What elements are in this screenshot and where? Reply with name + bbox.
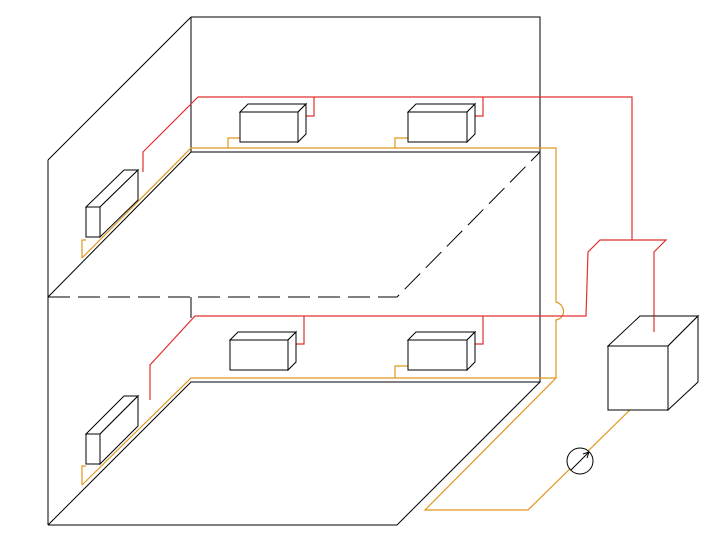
- radiator-icon: [238, 102, 308, 144]
- lower-return-pipe-inner: [81, 465, 86, 485]
- left-wall: [47, 16, 192, 525]
- upper-return-pipe: [81, 147, 565, 378]
- supply-pipe-network: [142, 96, 668, 400]
- building-structure: [47, 16, 542, 526]
- ground-floor-slab: [47, 381, 542, 526]
- upper-floor-slab: [47, 151, 540, 298]
- radiators: [84, 102, 477, 466]
- upper-supply-pipe: [142, 96, 633, 240]
- upper-return-branch-1: [227, 137, 240, 148]
- lower-return-branch-1: [394, 365, 408, 378]
- lower-supply-pipe: [149, 239, 668, 400]
- radiator-icon: [84, 168, 140, 239]
- radiator-icon: [84, 394, 140, 466]
- upper-floor-hidden-edge: [48, 151, 541, 298]
- return-pipe-network: [81, 137, 641, 511]
- radiator-icon: [406, 330, 477, 372]
- upper-return-branch-2: [394, 137, 408, 148]
- pump-icon: [566, 447, 594, 475]
- radiator-icon: [406, 102, 477, 144]
- radiator-icon: [228, 330, 298, 372]
- lower-return-pipe: [81, 377, 641, 511]
- upper-return-pipe-inner: [81, 239, 86, 258]
- boiler-icon: [606, 314, 700, 412]
- back-wall: [191, 16, 541, 382]
